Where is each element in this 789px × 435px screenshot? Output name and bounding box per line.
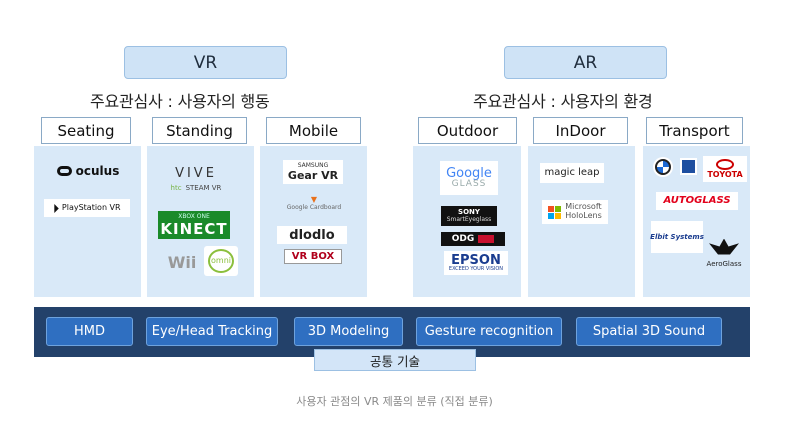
htc-text: htc xyxy=(170,183,182,192)
kinect-text: KINECT xyxy=(160,219,228,238)
glass-text: GLASS xyxy=(451,179,487,189)
steam-vr-text: STEAM VR xyxy=(185,183,222,192)
panel-seating xyxy=(34,146,141,297)
aeroglass-icon xyxy=(709,238,739,255)
vr-title-box: VR xyxy=(124,46,287,79)
gm-logo xyxy=(680,158,697,175)
kinect-logo: XBOX ONE KINECT xyxy=(158,211,230,239)
magic-leap-text: magic leap xyxy=(544,167,600,178)
elbit-systems-logo: Elbit Systems xyxy=(650,221,704,253)
category-outdoor: Outdoor xyxy=(418,117,517,144)
sony-smarteyeglass-logo: SONY SmartEyeglass xyxy=(441,206,497,226)
tech-hmd: HMD xyxy=(46,317,133,346)
hololens-text: HoloLens xyxy=(565,211,602,220)
tech-3d-modeling: 3D Modeling xyxy=(294,317,403,346)
ar-title-box: AR xyxy=(504,46,667,79)
elbit-systems-text: Elbit Systems xyxy=(650,232,704,241)
vr-box-text: VR BOX xyxy=(291,250,335,262)
ar-title: AR xyxy=(573,52,598,73)
common-technology-label: 공통 기술 xyxy=(314,349,476,371)
category-seating: Seating xyxy=(41,117,131,144)
google-text: Google xyxy=(446,166,492,181)
samsung-text: SAMSUNG xyxy=(297,162,329,169)
xbox-one-text: XBOX ONE xyxy=(178,212,210,220)
odg-mark-icon xyxy=(478,235,495,243)
google-cardboard-logo: ▼ Google Cardboard xyxy=(276,193,352,213)
wii-text: Wii xyxy=(167,253,197,272)
category-transport: Transport xyxy=(646,117,743,144)
odg-text: ODG xyxy=(451,233,475,244)
sony-text: SONY xyxy=(458,208,480,216)
bmw-icon xyxy=(655,159,671,175)
epson-text: EPSON xyxy=(451,253,501,268)
gear-vr-text: Gear VR xyxy=(287,169,339,182)
magic-leap-logo: magic leap xyxy=(540,163,604,183)
playstation-vr-text: PlayStation VR xyxy=(61,203,121,212)
category-standing: Standing xyxy=(152,117,247,144)
odg-logo: ODG xyxy=(441,232,505,246)
epson-logo: EPSON EXCEED YOUR VISION xyxy=(444,251,508,275)
hololens-logo: Microsoft HoloLens xyxy=(542,200,608,224)
dlodlo-text: dlodlo xyxy=(289,227,335,243)
category-indoor: InDoor xyxy=(533,117,628,144)
oculus-logo: oculus xyxy=(52,163,124,179)
exceed-your-vision-text: EXCEED YOUR VISION xyxy=(448,266,504,272)
vive-text: VIVE xyxy=(175,165,217,181)
gear-vr-logo: SAMSUNG Gear VR xyxy=(283,160,343,184)
autoglass-logo: AUTOGLASS xyxy=(656,192,738,210)
vive-logo: VIVE xyxy=(164,166,228,180)
toyota-icon xyxy=(716,159,734,170)
oculus-text: oculus xyxy=(75,164,120,178)
omni-logo: omni xyxy=(204,246,238,276)
oculus-icon xyxy=(56,166,72,176)
toyota-logo: TOYOTA xyxy=(703,156,747,182)
wii-logo: Wii xyxy=(165,253,199,273)
microsoft-text: Microsoft xyxy=(565,202,602,212)
tech-spatial-3d-sound: Spatial 3D Sound xyxy=(576,317,722,346)
tech-eye-head-tracking: Eye/Head Tracking xyxy=(146,317,278,346)
aeroglass-text: AeroGlass xyxy=(706,259,742,268)
bmw-logo xyxy=(653,157,673,177)
htc-steam-logo: htc STEAM VR xyxy=(166,183,226,193)
google-glass-logo: Google GLASS xyxy=(440,161,498,195)
toyota-text: TOYOTA xyxy=(707,170,743,179)
aeroglass-logo: AeroGlass xyxy=(700,234,748,272)
tech-gesture-recognition: Gesture recognition xyxy=(416,317,562,346)
vr-subtitle: 주요관심사 : 사용자의 행동 xyxy=(90,92,270,111)
figure-caption: 사용자 관점의 VR 제품의 분류 (직접 분류) xyxy=(296,395,493,408)
omni-text: omni xyxy=(211,256,231,265)
smarteyeglass-text: SmartEyeglass xyxy=(446,216,492,223)
autoglass-text: AUTOGLASS xyxy=(663,195,731,206)
dlodlo-logo: dlodlo xyxy=(277,226,347,244)
playstation-icon: ⏵ xyxy=(53,201,59,215)
ar-subtitle: 주요관심사 : 사용자의 환경 xyxy=(473,92,653,111)
gm-icon xyxy=(682,160,695,173)
vr-box-logo: VR BOX xyxy=(284,249,342,264)
omni-icon: omni xyxy=(208,249,234,273)
google-cardboard-text: Google Cardboard xyxy=(286,203,342,211)
playstation-vr-logo: ⏵ PlayStation VR xyxy=(44,199,130,217)
microsoft-icon xyxy=(548,205,562,219)
cardboard-icon: ▼ xyxy=(310,194,318,204)
vr-title: VR xyxy=(193,52,218,73)
category-mobile: Mobile xyxy=(266,117,361,144)
